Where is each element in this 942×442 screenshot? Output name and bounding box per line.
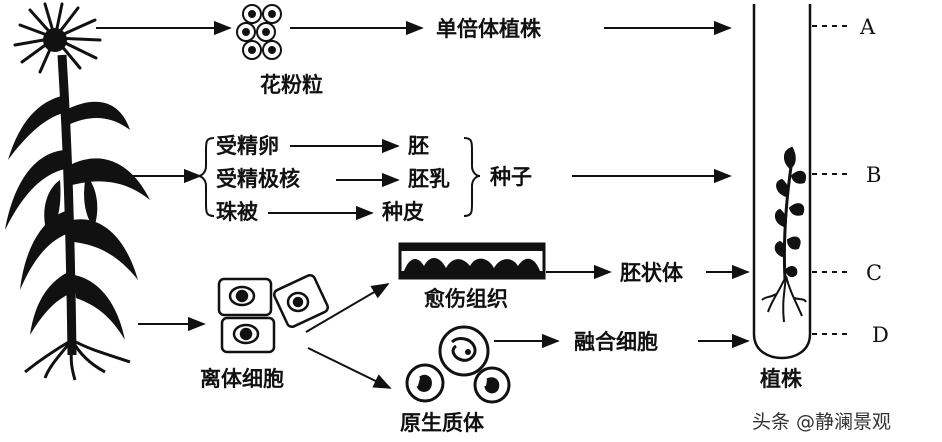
label-seed-coat: 种皮 [381,200,424,224]
label-plantlet: 植株 [760,367,803,391]
isolated-cells-illustration [217,273,329,354]
letter-b: B [866,163,881,187]
label-embryo: 胚 [408,134,429,158]
letter-d: D [872,323,889,347]
arrow-cells-to-callus [305,283,390,333]
corn-plant-illustration [5,2,150,381]
label-haploid-plant: 单倍体植株 [436,17,542,41]
label-integument: 珠被 [216,200,259,224]
label-fertilized-polar-nuclei: 受精极核 [216,167,300,191]
arrow-cells-to-protoplast [307,347,392,389]
label-seed: 种子 [489,165,532,189]
label-endosperm: 胚乳 [408,167,450,191]
pollen-grains-illustration [236,4,282,60]
test-tube-illustration [752,4,812,360]
label-embryoid: 胚状体 [620,261,684,285]
right-brace [463,137,481,217]
protoplast-illustration [405,325,511,404]
label-fused-cell: 融合细胞 [574,330,658,354]
letter-a: A [859,15,876,39]
label-protoplast: 原生质体 [400,411,485,435]
watermark-text: 头条 @静澜景观 [752,411,891,433]
label-isolated-cells: 离体细胞 [200,367,284,391]
letter-c: C [866,261,882,285]
callus-illustration [398,242,546,280]
label-pollen: 花粉粒 [260,73,323,97]
label-fertilized-egg: 受精卵 [216,134,279,158]
label-callus: 愈伤组织 [424,287,508,311]
left-brace [197,137,215,217]
